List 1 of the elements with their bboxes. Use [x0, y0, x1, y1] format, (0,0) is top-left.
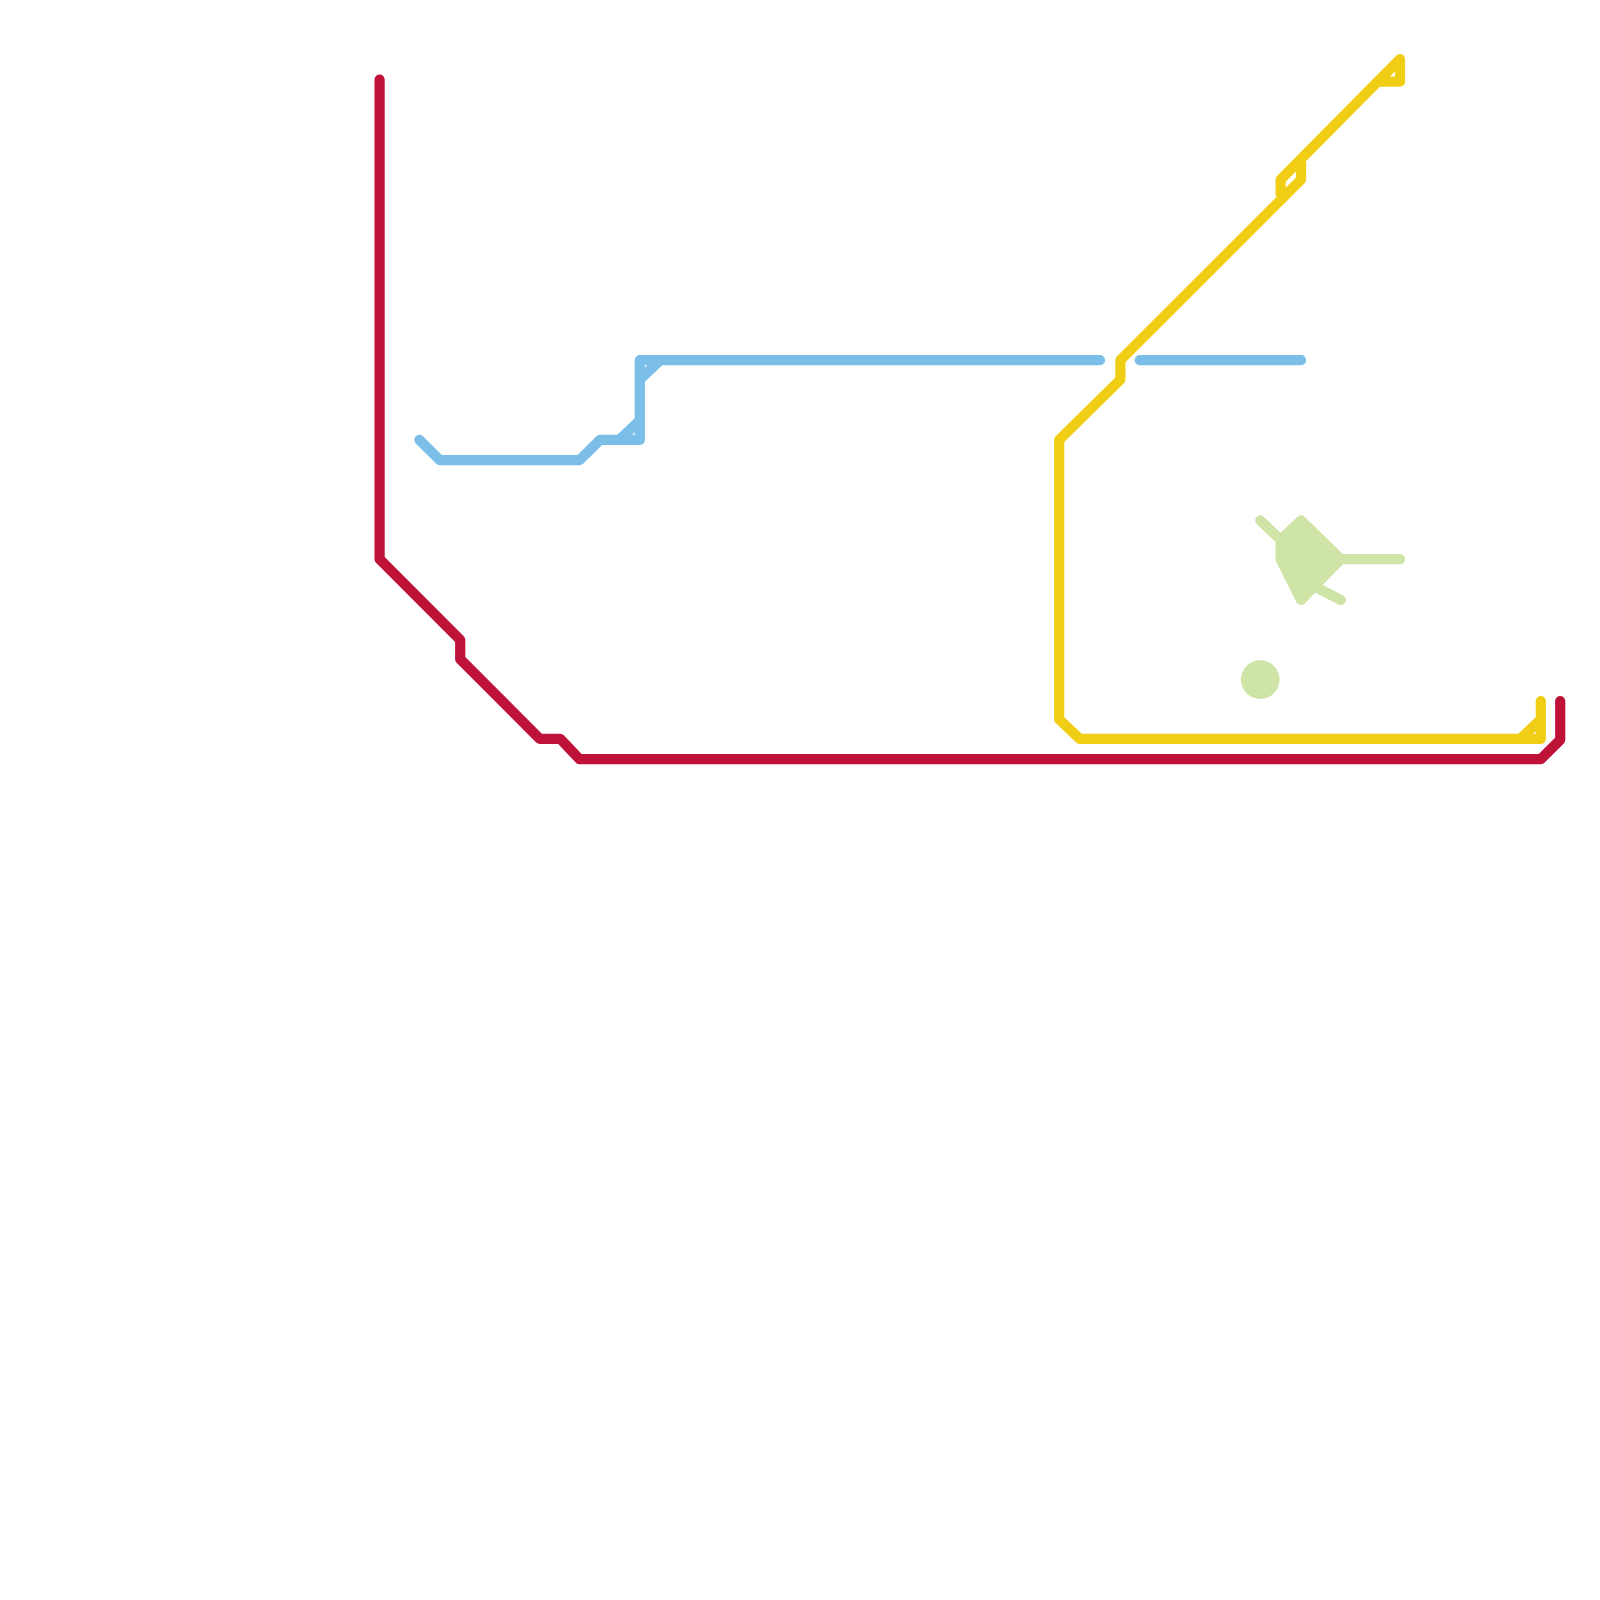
station-dot [1240, 660, 1280, 699]
